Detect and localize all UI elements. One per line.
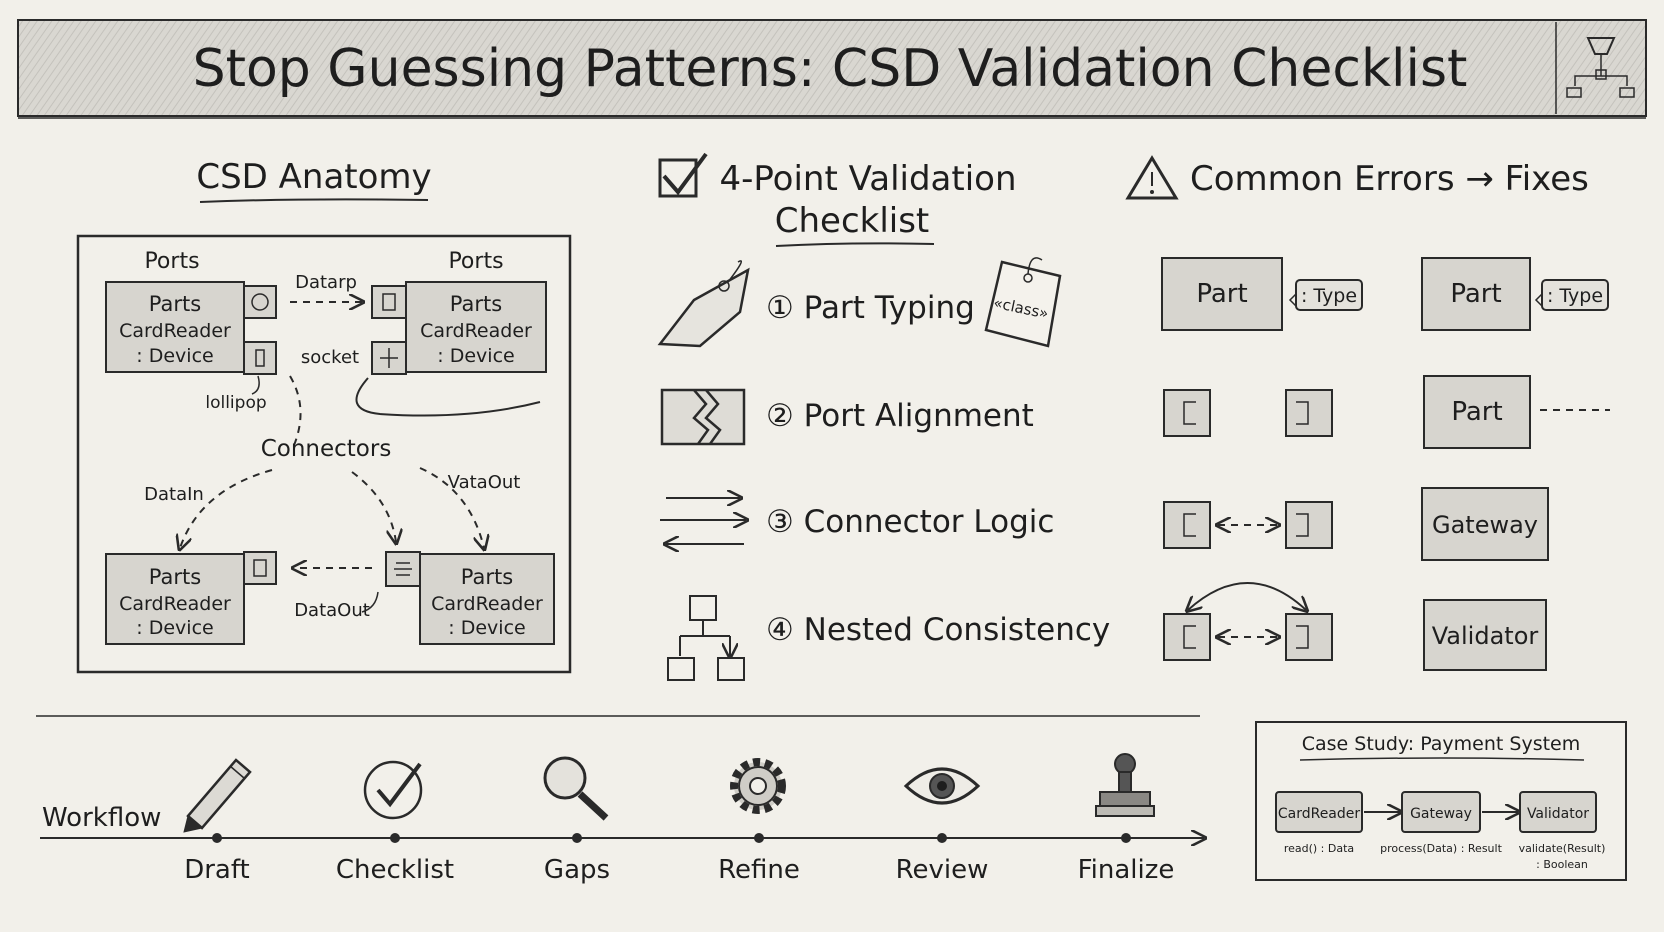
class-tag-icon: «class»	[984, 257, 1062, 348]
error-part-box	[1161, 257, 1283, 331]
workflow-label: Workflow	[42, 803, 161, 833]
part-name: Parts	[461, 565, 513, 589]
part-stereotype: : Device	[448, 617, 525, 639]
part-box-top-right: Parts CardReader : Device	[405, 281, 547, 373]
part-type: CardReader	[119, 593, 231, 615]
csd-anatomy-section: CSD Anatomy Ports Ports Parts CardReader…	[76, 157, 572, 674]
checklist-item-part-typing: ① Part Typing	[766, 290, 975, 326]
part-type: CardReader	[420, 320, 532, 342]
checklist-item-nested-consistency: ④ Nested Consistency	[766, 612, 1110, 648]
case-study-panel: Case Study: Payment System CardReader re…	[1255, 721, 1627, 881]
warning-icon	[1125, 155, 1179, 200]
misaligned-ports-icon	[1163, 389, 1333, 437]
part-label: Part	[1450, 279, 1501, 309]
workflow-step-finalize: Finalize	[1078, 855, 1175, 885]
stamp-icon	[1095, 753, 1155, 817]
magnifier-icon	[543, 756, 609, 821]
fix-validator-box	[1423, 599, 1547, 671]
ports-label-right: Ports	[448, 249, 503, 274]
nested-connector-icon	[1163, 582, 1333, 661]
workflow-step-checklist: Checklist	[336, 855, 454, 885]
gear-icon	[730, 758, 786, 814]
label-connectors: Connectors	[261, 436, 392, 462]
part-box-bottom-left: Parts CardReader : Device	[105, 553, 245, 645]
part-type: CardReader	[119, 320, 231, 342]
eye-icon	[903, 767, 981, 805]
checklist-heading-line1: 4-Point Validation	[719, 159, 1016, 199]
label-dataout: DataOut	[294, 600, 370, 621]
component-diagram-icon	[1555, 22, 1635, 114]
checklist-item-connector-logic: ③ Connector Logic	[766, 504, 1054, 540]
checklist-section: 4-Point Validation Checklist ① Part Typi…	[657, 152, 1110, 681]
type-label: : Type	[1547, 285, 1603, 307]
part-stereotype: : Device	[136, 345, 213, 367]
ports-label-left: Ports	[144, 249, 199, 274]
workflow-section: Workflow Draft Checklist Gaps	[36, 715, 1204, 885]
case-node-name: CardReader	[1278, 806, 1361, 822]
fix-gateway-box	[1421, 487, 1549, 561]
part-stereotype: : Device	[136, 617, 213, 639]
hierarchy-icon	[667, 595, 745, 681]
checklist-heading-line2: Checklist	[775, 201, 930, 241]
label-socket: socket	[301, 347, 359, 368]
case-node-op-return: : Boolean	[1536, 858, 1588, 871]
port-square-icon	[243, 551, 277, 585]
case-node-cardreader	[1275, 791, 1363, 833]
parallel-arrows-icon	[660, 498, 746, 544]
checklist-item-port-alignment: ② Port Alignment	[766, 398, 1034, 434]
case-node-op: read() : Data	[1284, 842, 1354, 855]
port-lollipop-icon	[243, 341, 277, 375]
part-name: Parts	[149, 565, 201, 589]
checkmark-circle-icon	[363, 760, 423, 820]
part-type: CardReader	[431, 593, 543, 615]
label-datarp: Datarp	[295, 272, 357, 293]
gateway-label: Gateway	[1432, 511, 1538, 539]
case-node-name: Gateway	[1410, 806, 1472, 822]
port-circle-icon	[243, 285, 277, 319]
title-banner: Stop Guessing Patterns: CSD Validation C…	[17, 19, 1647, 119]
type-label: : Type	[1301, 285, 1357, 307]
fix-part-box	[1423, 375, 1531, 449]
bidirectional-connector-icon	[1163, 501, 1333, 549]
case-node-validator	[1519, 791, 1597, 833]
validator-label: Validator	[1432, 622, 1539, 650]
page-title: Stop Guessing Patterns: CSD Validation C…	[193, 39, 1468, 99]
part-name: Parts	[450, 292, 502, 316]
workflow-step-draft: Draft	[184, 855, 250, 885]
part-stereotype: : Device	[437, 345, 514, 367]
case-study-title: Case Study: Payment System	[1302, 733, 1581, 755]
case-node-gateway	[1401, 791, 1481, 833]
errors-heading: Common Errors → Fixes	[1190, 159, 1589, 199]
checkbox-checked-icon	[658, 152, 708, 198]
errors-section: Common Errors → Fixes Part : Type Part :…	[1125, 155, 1610, 671]
workflow-step-gaps: Gaps	[544, 855, 610, 885]
port-square-icon	[371, 285, 407, 319]
workflow-step-review: Review	[896, 855, 989, 885]
part-box-bottom-right: Parts CardReader : Device	[419, 553, 555, 645]
label-datain: DataIn	[144, 484, 204, 505]
label-vataout: VataOut	[448, 472, 521, 493]
case-node-op: process(Data) : Result	[1380, 842, 1502, 855]
part-label: Part	[1451, 397, 1502, 427]
pencil-icon	[183, 758, 252, 833]
case-node-op: validate(Result)	[1519, 842, 1606, 855]
type-tag	[1295, 279, 1363, 311]
anatomy-heading: CSD Anatomy	[196, 157, 431, 197]
case-node-name: Validator	[1527, 806, 1589, 822]
label-lollipop: lollipop	[205, 393, 266, 413]
part-name: Parts	[149, 292, 201, 316]
type-tag	[1541, 279, 1609, 311]
broken-port-icon	[660, 388, 746, 446]
workflow-step-refine: Refine	[718, 855, 800, 885]
part-label: Part	[1196, 279, 1247, 309]
tag-icon	[657, 260, 750, 348]
part-box-top-left: Parts CardReader : Device	[105, 281, 245, 373]
fix-part-box	[1421, 257, 1531, 331]
